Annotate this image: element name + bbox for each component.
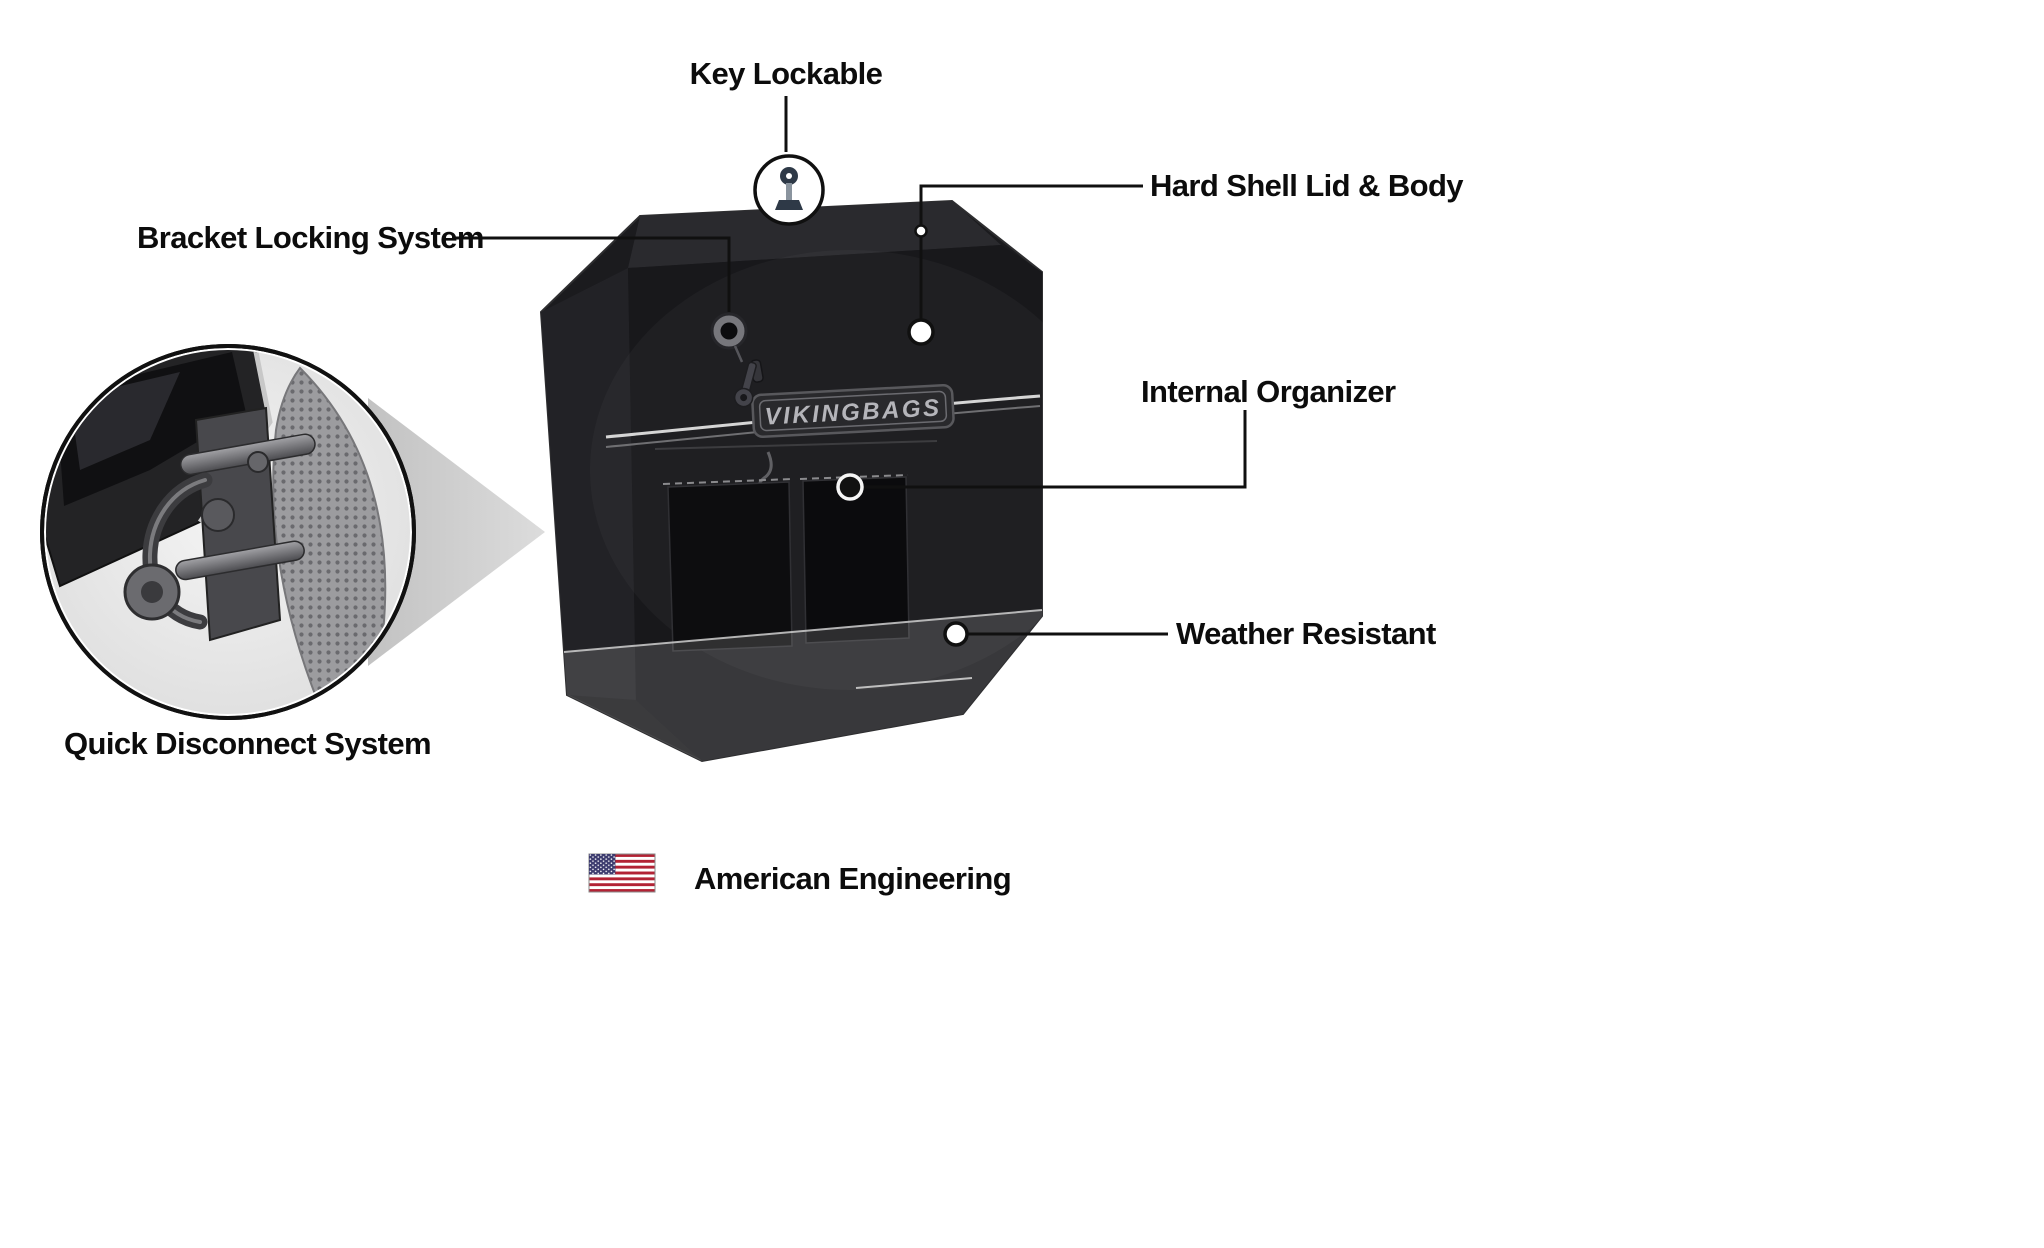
key-icon [753,154,825,226]
us-flag-icon [588,853,656,893]
keyhole-icon [710,312,764,408]
callout-lines [452,96,1247,636]
label-key-lockable: Key Lockable [689,56,883,91]
hard-case: VIKINGBAGS [539,199,1043,763]
label-internal-organizer: Internal Organizer [1141,374,1396,409]
hard-shell-marker [907,318,935,346]
label-weather-resistant: Weather Resistant [1176,616,1436,651]
label-bracket-locking-system: Bracket Locking System [137,220,484,255]
internal-organizer-marker [836,473,864,501]
label-quick-disconnect-system: Quick Disconnect System [64,726,432,761]
hard-shell-top-marker [914,224,928,238]
label-american-engineering: American Engineering [694,861,1012,896]
internal-organizer-pockets [654,440,938,652]
quick-disconnect-inset [40,344,416,720]
brand-plate: VIKINGBAGS [751,384,955,438]
weather-resistant-marker [943,621,969,647]
zoom-callout-triangle [368,398,545,666]
label-hard-shell-lid-body: Hard Shell Lid & Body [1150,168,1464,203]
